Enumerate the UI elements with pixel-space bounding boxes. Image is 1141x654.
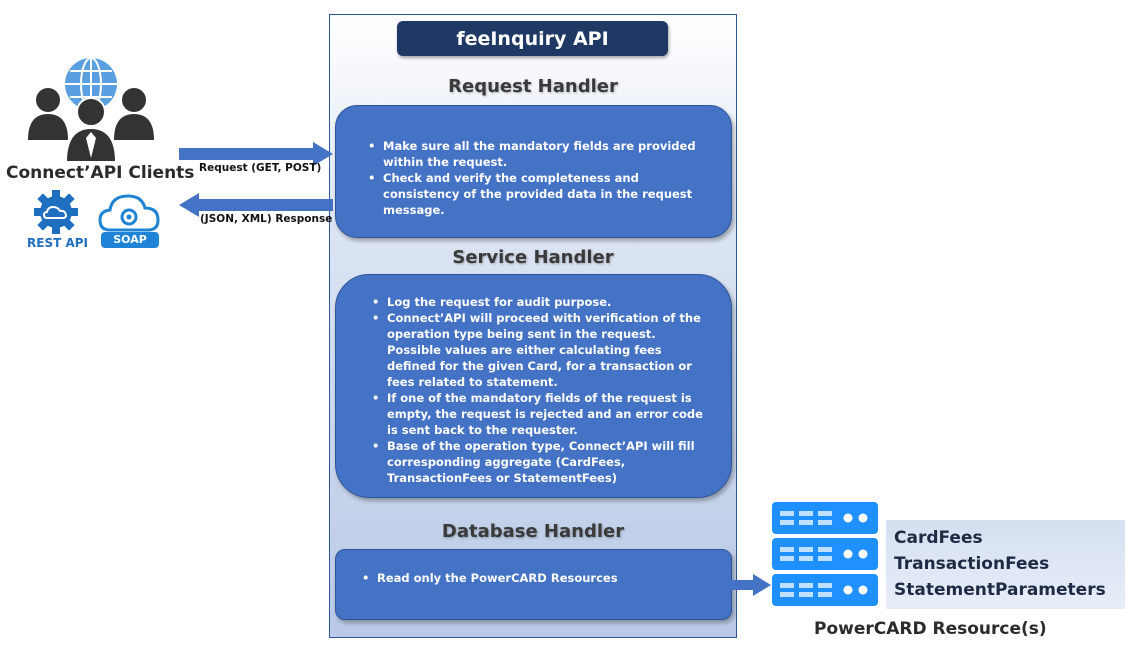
service-bullet: If one of the mandatory fields of the re… — [372, 390, 713, 438]
rest-api-label: REST API — [27, 236, 88, 250]
request-bullet: Check and verify the completeness and co… — [368, 170, 711, 218]
api-title: feeInquiry API — [397, 21, 668, 56]
database-arrow — [731, 574, 771, 596]
clients-icon — [28, 57, 154, 163]
resources-caption: PowerCARD Resource(s) — [814, 619, 1047, 639]
request-bullet: Make sure all the mandatory fields are p… — [368, 138, 711, 170]
globe-icon — [65, 57, 117, 111]
rest-api-icon — [34, 190, 78, 234]
server-stack-icon — [772, 502, 878, 606]
server-unit-top — [772, 502, 878, 534]
database-bullet: Read only the PowerCARD Resources — [362, 570, 713, 586]
arrows-svg — [179, 142, 333, 217]
service-handler-title: Service Handler — [452, 247, 614, 268]
database-handler-title: Database Handler — [441, 521, 625, 542]
response-arrow — [179, 193, 333, 217]
server-unit-middle — [772, 538, 878, 570]
people-icon — [28, 88, 154, 163]
request-handler-title: Request Handler — [448, 76, 618, 97]
database-handler-box: Read only the PowerCARD Resources — [335, 549, 732, 620]
request-handler-box: Make sure all the mandatory fields are p… — [335, 105, 732, 238]
resource-item-statementparameters: StatementParameters — [894, 580, 1106, 600]
db-arrow-svg — [731, 574, 771, 596]
response-arrow-label: (JSON, XML) Response — [200, 213, 333, 225]
service-bullet: Base of the operation type, Connect’API … — [372, 438, 713, 486]
resource-item-cardfees: CardFees — [894, 528, 983, 548]
soap-cloud-icon — [98, 194, 160, 232]
soap-badge: SOAP — [101, 232, 159, 248]
service-bullet: Log the request for audit purpose. — [372, 294, 713, 310]
resource-item-transactionfees: TransactionFees — [894, 554, 1050, 574]
service-handler-box: Log the request for audit purpose. Conne… — [335, 274, 732, 498]
resources-box — [886, 520, 1125, 609]
clients-title: Connect’API Clients — [6, 163, 195, 183]
service-bullet: Connect’API will proceed with verificati… — [372, 310, 713, 390]
server-unit-bottom — [772, 574, 878, 606]
request-arrow-label: Request (GET, POST) — [199, 162, 322, 174]
request-arrow — [179, 142, 333, 166]
